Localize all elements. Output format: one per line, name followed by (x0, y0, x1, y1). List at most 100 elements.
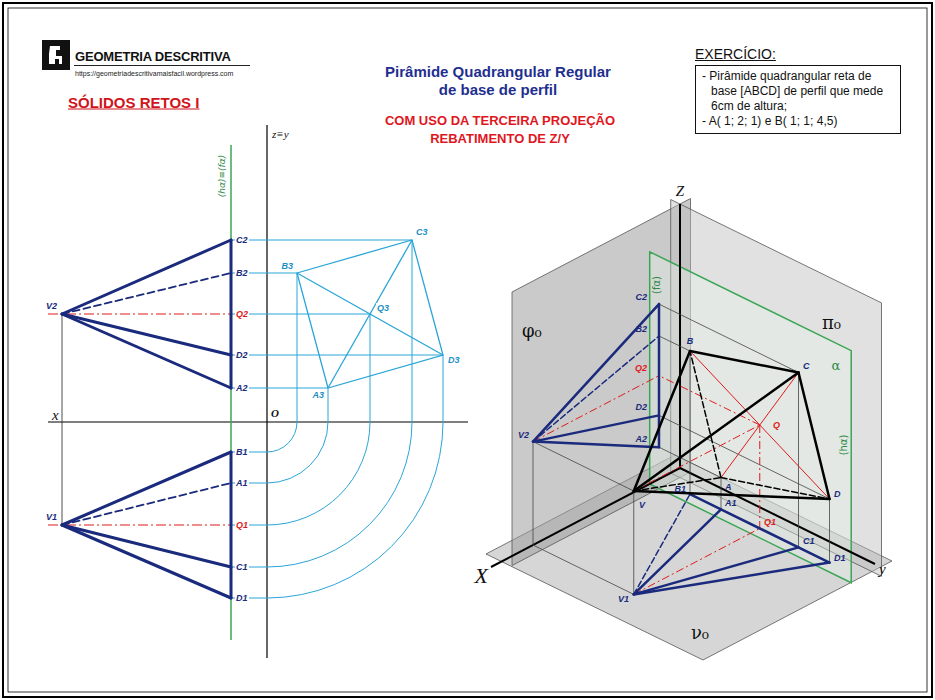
point-label: V2 (45, 301, 58, 311)
recall-line (62, 314, 63, 525)
pyramid-3d (634, 351, 830, 499)
pyramid-3d (634, 373, 799, 492)
point-label: C2 (235, 235, 249, 245)
third-projection-construction (231, 314, 370, 315)
projecting-lines (690, 351, 691, 494)
page-frame (3, 3, 932, 697)
axis-label: x (52, 407, 59, 424)
point-label: D (834, 489, 841, 499)
pyramid-frontal-projection (62, 273, 231, 314)
3d-axes (491, 204, 875, 567)
point-label: D3 (447, 355, 461, 365)
third-projection-square (297, 240, 443, 388)
axis-line (48, 524, 231, 525)
third-projection-construction (370, 314, 371, 422)
point-label: C2 (635, 292, 647, 302)
origin-label: O (271, 407, 279, 419)
3d-axes (491, 468, 680, 567)
point-label: V2 (518, 430, 529, 440)
third-projection-construction (297, 273, 298, 422)
point-label: Q1 (235, 520, 249, 530)
pyramid-3d (690, 351, 830, 499)
third-projection-construction (231, 240, 412, 241)
point-label: A1 (725, 498, 737, 508)
projecting-lines (829, 499, 830, 563)
point-label: A2 (235, 383, 249, 393)
axis-line (533, 376, 659, 442)
point-label: B2 (235, 268, 249, 278)
pyramid-3d (690, 351, 721, 478)
pyramid-frontal-projection (62, 240, 231, 314)
point-label: A1 (235, 478, 249, 488)
point-label: D1 (834, 553, 846, 563)
exercise-heading: EXERCÍCIO: (695, 46, 901, 62)
exercise-box: EXERCÍCIO: - Pirâmide quadrangular reta d… (695, 46, 901, 134)
third-projection-construction (231, 240, 443, 598)
trace-label: (hα)≡(fα) (217, 155, 227, 197)
point-label: Q3 (376, 303, 390, 313)
logo-text: GEOMETRIA DESCRITIVA (75, 49, 231, 64)
section-heading: SÓLIDOS RETOS I (68, 94, 199, 111)
point-label: A3 (311, 390, 325, 400)
point-label: A2 (635, 434, 647, 444)
third-projection-square (328, 240, 412, 388)
point-label: D2 (635, 402, 647, 412)
pyramid-horizontal-projection (62, 525, 231, 598)
website-url: https://geometriadescritivamaisfacil.wor… (75, 70, 233, 77)
reference-axes (48, 125, 468, 658)
plane-label: α (832, 358, 841, 373)
axis-line (659, 376, 760, 425)
recall-line (62, 314, 63, 525)
trace-label: (hα) (838, 435, 849, 456)
pyramid-frontal-projection (533, 336, 659, 442)
pyramid-3d (721, 373, 799, 478)
point-label: A (725, 482, 732, 492)
projecting-lines (533, 545, 634, 594)
point-label: V1 (618, 594, 629, 604)
point-label: B3 (280, 261, 294, 271)
point-label: Q1 (764, 517, 776, 527)
exercise-border: - Pirâmide quadrangular reta de base [AB… (695, 65, 901, 134)
third-projection-construction (231, 422, 412, 567)
3d-axes (680, 468, 875, 564)
logo-icon (74, 65, 250, 66)
logo-icon (42, 40, 70, 70)
axis-line (48, 314, 231, 525)
point-label: C3 (415, 227, 429, 237)
point-label: C (803, 361, 810, 371)
third-projection-construction (231, 422, 370, 525)
pyramid-horizontal-projection (690, 494, 830, 562)
pyramid-frontal-projection (62, 314, 231, 355)
pyramid-3d (799, 373, 830, 500)
third-projection-construction (231, 355, 443, 356)
page-frame (3, 3, 932, 697)
pyramid-horizontal-projection (634, 494, 830, 594)
pyramid-horizontal-projection (62, 452, 231, 598)
exercise-text: - A( 1; 2; 1) e B( 1; 1; 4,5) (702, 114, 894, 129)
pyramid-horizontal-projection (62, 452, 231, 525)
third-projection-construction (231, 422, 443, 598)
point-label: Q2 (635, 363, 647, 373)
third-projection-construction (328, 388, 329, 422)
point-label: V1 (45, 512, 58, 522)
logo-icon (49, 46, 62, 64)
plane-label: ν₀ (691, 622, 709, 643)
reference-axes (266, 125, 267, 658)
exercise-text: - Pirâmide quadrangular reta de base [AB… (702, 69, 894, 114)
pyramid-frontal-projection (533, 304, 659, 447)
pyramid-horizontal-projection (230, 452, 233, 598)
logo-icon (42, 40, 250, 70)
reference-axes (48, 421, 468, 422)
point-label: D1 (235, 593, 249, 603)
projecting-lines (533, 442, 634, 491)
axis-line (48, 313, 231, 314)
axis-label: y (879, 561, 886, 578)
pyramid-frontal-projection (62, 314, 231, 388)
projecting-lines (533, 304, 830, 594)
pyramid-frontal-projection (230, 240, 233, 388)
diagram-title: Pirâmide Quadrangular Regular de base de… (380, 63, 616, 99)
projecting-lines (659, 336, 690, 351)
plane-label: φ₀ (522, 320, 542, 341)
projecting-lines (798, 373, 799, 548)
